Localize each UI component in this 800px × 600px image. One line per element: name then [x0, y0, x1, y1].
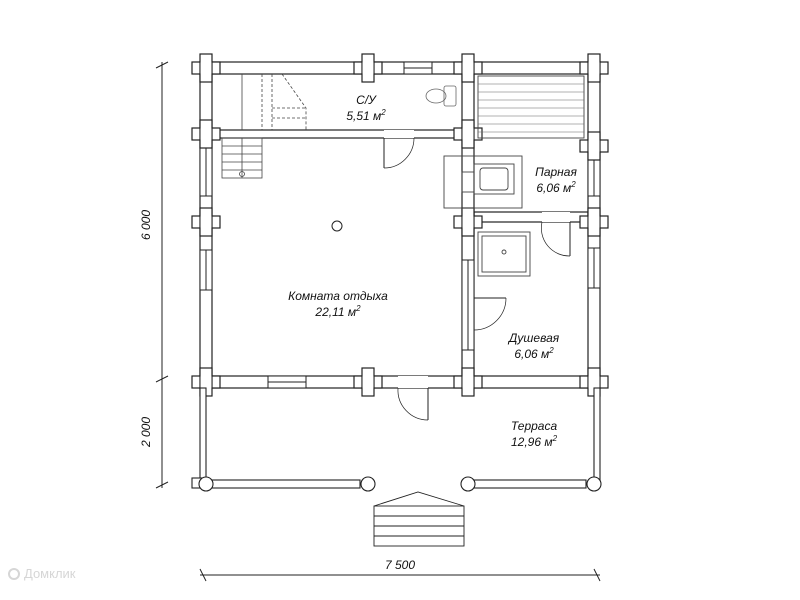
staircase: [221, 73, 307, 179]
watermark: Домклик: [8, 566, 76, 581]
dimension-house-depth: 6 000: [139, 210, 153, 240]
terrace-post: [360, 476, 376, 492]
inner-wall-steam: [473, 211, 589, 223]
room-area-wc: 5,51 м2: [346, 108, 386, 123]
dimension-width: 7 500: [385, 558, 415, 572]
domclick-logo-icon: [8, 568, 20, 580]
column-icon: [331, 220, 343, 232]
terrace-rail-left: [199, 387, 207, 483]
log-corners: [191, 53, 609, 397]
terrace-rail-bottom-3: [473, 479, 587, 489]
room-name-wc: С/У: [356, 93, 377, 107]
room-name-terrace: Терраса: [511, 419, 558, 433]
watermark-text: Домклик: [24, 566, 76, 581]
room-area-terrace: 12,96 м2: [511, 434, 558, 449]
inner-wall-wc: [211, 129, 463, 139]
top-wall: [199, 61, 601, 75]
door-wc: [383, 130, 415, 169]
toilet-icon: [425, 85, 457, 107]
terrace-rail-bottom-2: [207, 479, 361, 489]
doors: [383, 130, 571, 421]
terrace-post: [586, 476, 602, 492]
room-area-shower: 6,06 м2: [514, 346, 554, 361]
terrace-post: [460, 476, 476, 492]
room-area-steam: 6,06 м2: [536, 180, 576, 195]
room-name-rest: Комната отдыха: [288, 289, 388, 303]
terrace-post: [198, 476, 214, 492]
windows: [199, 61, 601, 389]
dimension-lines: [155, 61, 601, 582]
terrace-rail-right: [593, 387, 601, 483]
room-area-rest: 22,11 м2: [314, 304, 361, 319]
terrace: [191, 387, 602, 492]
room-name-steam: Парная: [535, 165, 577, 179]
room-name-shower: Душевая: [507, 331, 560, 345]
door-shower: [473, 297, 507, 331]
door-terrace: [397, 376, 429, 421]
sauna-stove-icon: [443, 155, 523, 209]
dimension-terrace-depth: 2 000: [139, 417, 153, 448]
room-labels: С/У 5,51 м2 Парная 6,06 м2 Комната отдых…: [288, 93, 577, 449]
shower-tray-icon: [477, 231, 531, 277]
sauna-benches: [477, 75, 585, 139]
entrance-steps: [373, 491, 465, 547]
door-steam-room: [541, 212, 571, 257]
